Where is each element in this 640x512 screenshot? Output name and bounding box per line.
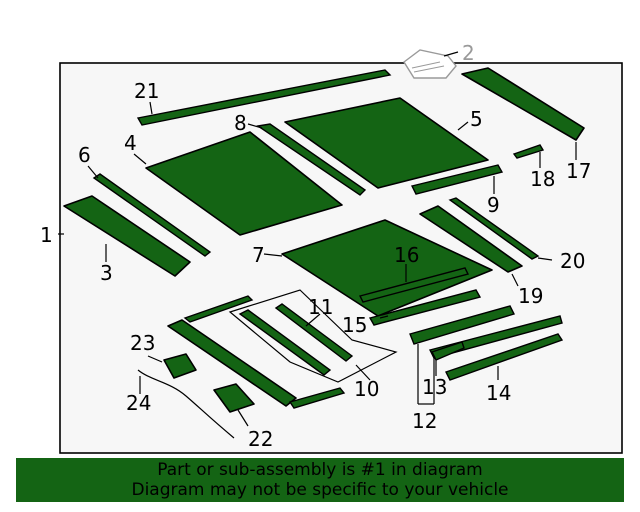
callout-1: 1 [40, 223, 53, 247]
part-24-harness[interactable] [137, 369, 235, 439]
callout-23: 23 [130, 331, 155, 355]
part-2-bracket[interactable] [403, 49, 457, 79]
callout-9: 9 [487, 193, 500, 217]
callout-18: 18 [530, 167, 555, 191]
disclaimer-banner: Part or sub-assembly is #1 in diagram Di… [16, 458, 624, 502]
part-frame-rear-cable[interactable] [288, 387, 346, 409]
callout-21: 21 [134, 79, 159, 103]
callout-16: 16 [394, 243, 419, 267]
part-6-strip[interactable] [92, 173, 212, 257]
callout-13: 13 [422, 375, 447, 399]
part-19-mechanism[interactable] [419, 205, 523, 273]
disclaimer-line-1: Part or sub-assembly is #1 in diagram [157, 460, 483, 480]
part-23-motor[interactable] [163, 353, 197, 379]
part-9-rail[interactable] [410, 164, 504, 195]
part-5-rear-glass[interactable] [284, 97, 489, 189]
part-8-seal[interactable] [256, 123, 367, 196]
part-11-drain-tube[interactable] [274, 303, 354, 362]
callout-8: 8 [234, 111, 247, 135]
callout-20: 20 [560, 249, 585, 273]
part-14-rail[interactable] [445, 333, 564, 381]
callout-5: 5 [470, 107, 483, 131]
leader-lines [58, 51, 577, 427]
callout-11: 11 [308, 295, 333, 319]
callout-2: 2 [462, 41, 475, 65]
part-15-rail[interactable] [368, 289, 482, 326]
part-18-pin[interactable] [512, 144, 545, 159]
callout-24: 24 [126, 391, 151, 415]
part-frame-housing[interactable] [167, 319, 297, 407]
callout-22: 22 [248, 427, 273, 451]
part-13-bracket[interactable] [431, 341, 465, 361]
callout-4: 4 [124, 131, 137, 155]
part-17-roller-shade[interactable] [461, 67, 585, 141]
callout-19: 19 [518, 284, 543, 308]
callout-10: 10 [354, 377, 379, 401]
part-frame-cable[interactable] [183, 295, 254, 323]
part-10-track[interactable] [238, 309, 332, 376]
part-4-front-glass[interactable] [145, 131, 343, 236]
disclaimer-line-2: Diagram may not be specific to your vehi… [131, 480, 509, 500]
part-20-trim[interactable] [448, 197, 540, 260]
part-10-group-outline [228, 289, 398, 383]
part-7-glass-panel[interactable] [281, 219, 493, 317]
part-22-motor[interactable] [213, 383, 255, 413]
callout-17: 17 [566, 159, 591, 183]
part-3-deflector[interactable] [63, 195, 191, 277]
callout-3: 3 [100, 261, 113, 285]
callout-6: 6 [78, 143, 91, 167]
callout-12: 12 [412, 409, 437, 433]
callout-7: 7 [252, 243, 265, 267]
callout-15: 15 [342, 313, 367, 337]
callout-14: 14 [486, 381, 511, 405]
part-21-front-rail[interactable] [136, 69, 392, 126]
part-12-rail-upper[interactable] [409, 305, 515, 345]
part-16-rail[interactable] [358, 267, 470, 303]
